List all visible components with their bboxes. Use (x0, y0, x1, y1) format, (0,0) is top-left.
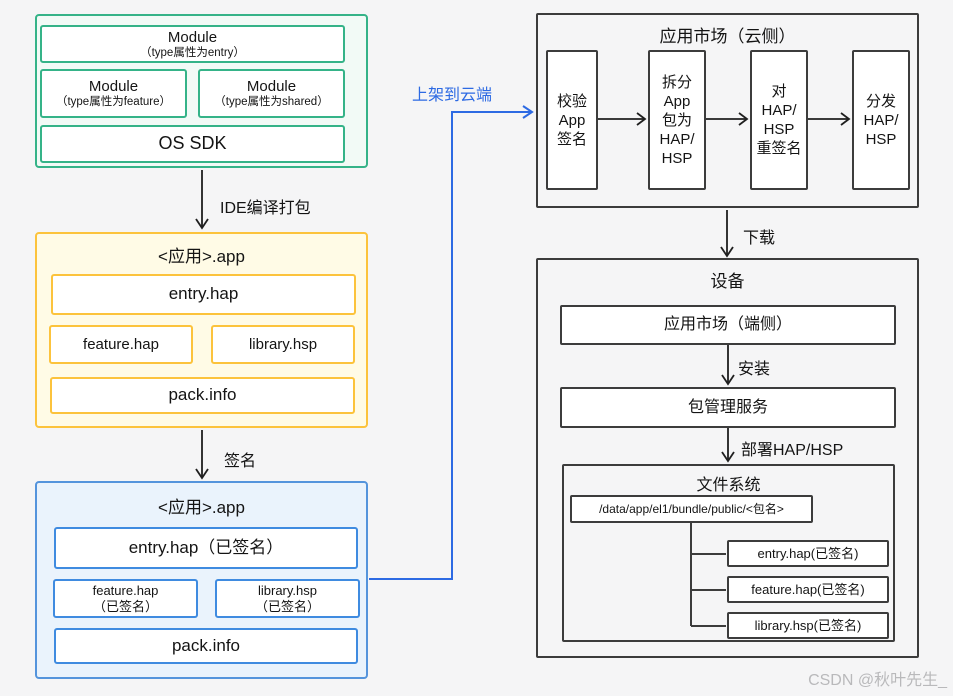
signed-entry-hap-box: entry.hap（已签名） (54, 527, 358, 569)
file-entry-hap-label: entry.hap(已签名) (757, 545, 859, 561)
feature-hap-box: feature.hap (49, 325, 193, 364)
module-feature-type: （type属性为feature） (55, 96, 172, 108)
device-market-label: 应用市场（端侧） (663, 316, 792, 334)
signed-pack-info-label: pack.info (171, 635, 241, 655)
library-hsp-label: library.hsp (248, 335, 318, 353)
library-hsp-box: library.hsp (211, 325, 355, 364)
step-distribute-box: 分发 HAP/ HSP (852, 50, 910, 190)
entry-hap-box: entry.hap (51, 274, 356, 315)
step-verify-signature-box: 校验 App 签名 (546, 50, 598, 190)
module-shared-type: （type属性为shared） (214, 96, 329, 108)
module-entry-type: （type属性为entry） (140, 46, 245, 59)
entry-hap-label: entry.hap (168, 284, 239, 304)
device-container: 设备 应用市场（端侧） 包管理服务 文件系统 /data/app/el1/bun… (536, 258, 919, 658)
unsigned-app-container: <应用>.app entry.hap feature.hap library.h… (35, 232, 368, 428)
cloud-market-title: 应用市场（云侧） (659, 27, 796, 46)
cloud-market-container: 应用市场（云侧） 校验 App 签名 拆分 App 包为 HAP/ HSP 对 … (536, 13, 919, 208)
pkg-service-label: 包管理服务 (687, 398, 768, 416)
step-distribute-label: 分发 HAP/ HSP (863, 92, 899, 148)
os-sdk-label: OS SDK (158, 133, 227, 154)
signed-feature-hap-label: feature.hap （已签名） (92, 582, 159, 614)
file-library-hsp-label: library.hsp(已签名) (754, 617, 862, 633)
signed-entry-hap-label: entry.hap（已签名） (128, 537, 284, 557)
step-resign-box: 对 HAP/ HSP 重签名 (750, 50, 808, 190)
install-arrow-label: 安装 (738, 361, 771, 378)
filesystem-title: 文件系统 (696, 477, 761, 494)
install-path-box: /data/app/el1/bundle/public/<包名> (570, 495, 813, 523)
install-path-label: /data/app/el1/bundle/public/<包名> (599, 501, 784, 516)
sign-arrow-label: 签名 (224, 453, 257, 470)
download-arrow-label: 下载 (743, 230, 776, 247)
pkg-service-box: 包管理服务 (560, 387, 896, 428)
download-arrow (720, 210, 734, 258)
file-feature-hap-label: feature.hap(已签名) (751, 581, 865, 597)
device-title: 设备 (710, 272, 745, 291)
module-entry-name: Module (167, 28, 218, 46)
signed-feature-hap-box: feature.hap （已签名） (53, 579, 198, 618)
module-shared-name: Module (246, 78, 297, 95)
pack-info-box: pack.info (50, 377, 355, 414)
compile-arrow-label: IDE编译打包 (220, 200, 311, 217)
file-feature-hap-box: feature.hap(已签名) (727, 576, 889, 603)
step-split-package-box: 拆分 App 包为 HAP/ HSP (648, 50, 706, 190)
module-shared-box: Module （type属性为shared） (198, 69, 345, 118)
os-sdk-box: OS SDK (40, 125, 345, 163)
pack-info-label: pack.info (168, 385, 237, 405)
compile-arrow (195, 170, 209, 230)
module-entry-box: Module （type属性为entry） (40, 25, 345, 63)
signed-library-hsp-label: library.hsp （已签名） (254, 582, 320, 614)
publish-connector (369, 105, 534, 580)
sign-arrow (195, 430, 209, 480)
feature-hap-label: feature.hap (83, 335, 159, 353)
module-feature-box: Module （type属性为feature） (40, 69, 187, 118)
device-market-box: 应用市场（端侧） (560, 305, 896, 345)
signed-pack-info-box: pack.info (54, 628, 358, 664)
dev-stack-container: Module （type属性为entry） Module （type属性为fea… (35, 14, 368, 168)
watermark: CSDN @秋叶先生_ (808, 672, 947, 689)
signed-app-title: <应用>.app (158, 498, 245, 517)
signed-app-container: <应用>.app entry.hap（已签名） feature.hap （已签名… (35, 481, 368, 679)
signed-library-hsp-box: library.hsp （已签名） (215, 579, 360, 618)
unsigned-app-title: <应用>.app (158, 247, 245, 266)
step-resign-label: 对 HAP/ HSP 重签名 (756, 83, 802, 157)
publish-arrow-label: 上架到云端 (412, 87, 493, 104)
deploy-arrow-label: 部署HAP/HSP (741, 442, 844, 459)
step-split-package-label: 拆分 App 包为 HAP/ HSP (659, 73, 695, 167)
file-entry-hap-box: entry.hap(已签名) (727, 540, 889, 567)
filesystem-container: 文件系统 /data/app/el1/bundle/public/<包名> en… (562, 464, 895, 642)
file-library-hsp-box: library.hsp(已签名) (727, 612, 889, 639)
module-feature-name: Module (88, 78, 139, 95)
step-verify-signature-label: 校验 App 签名 (556, 92, 587, 148)
